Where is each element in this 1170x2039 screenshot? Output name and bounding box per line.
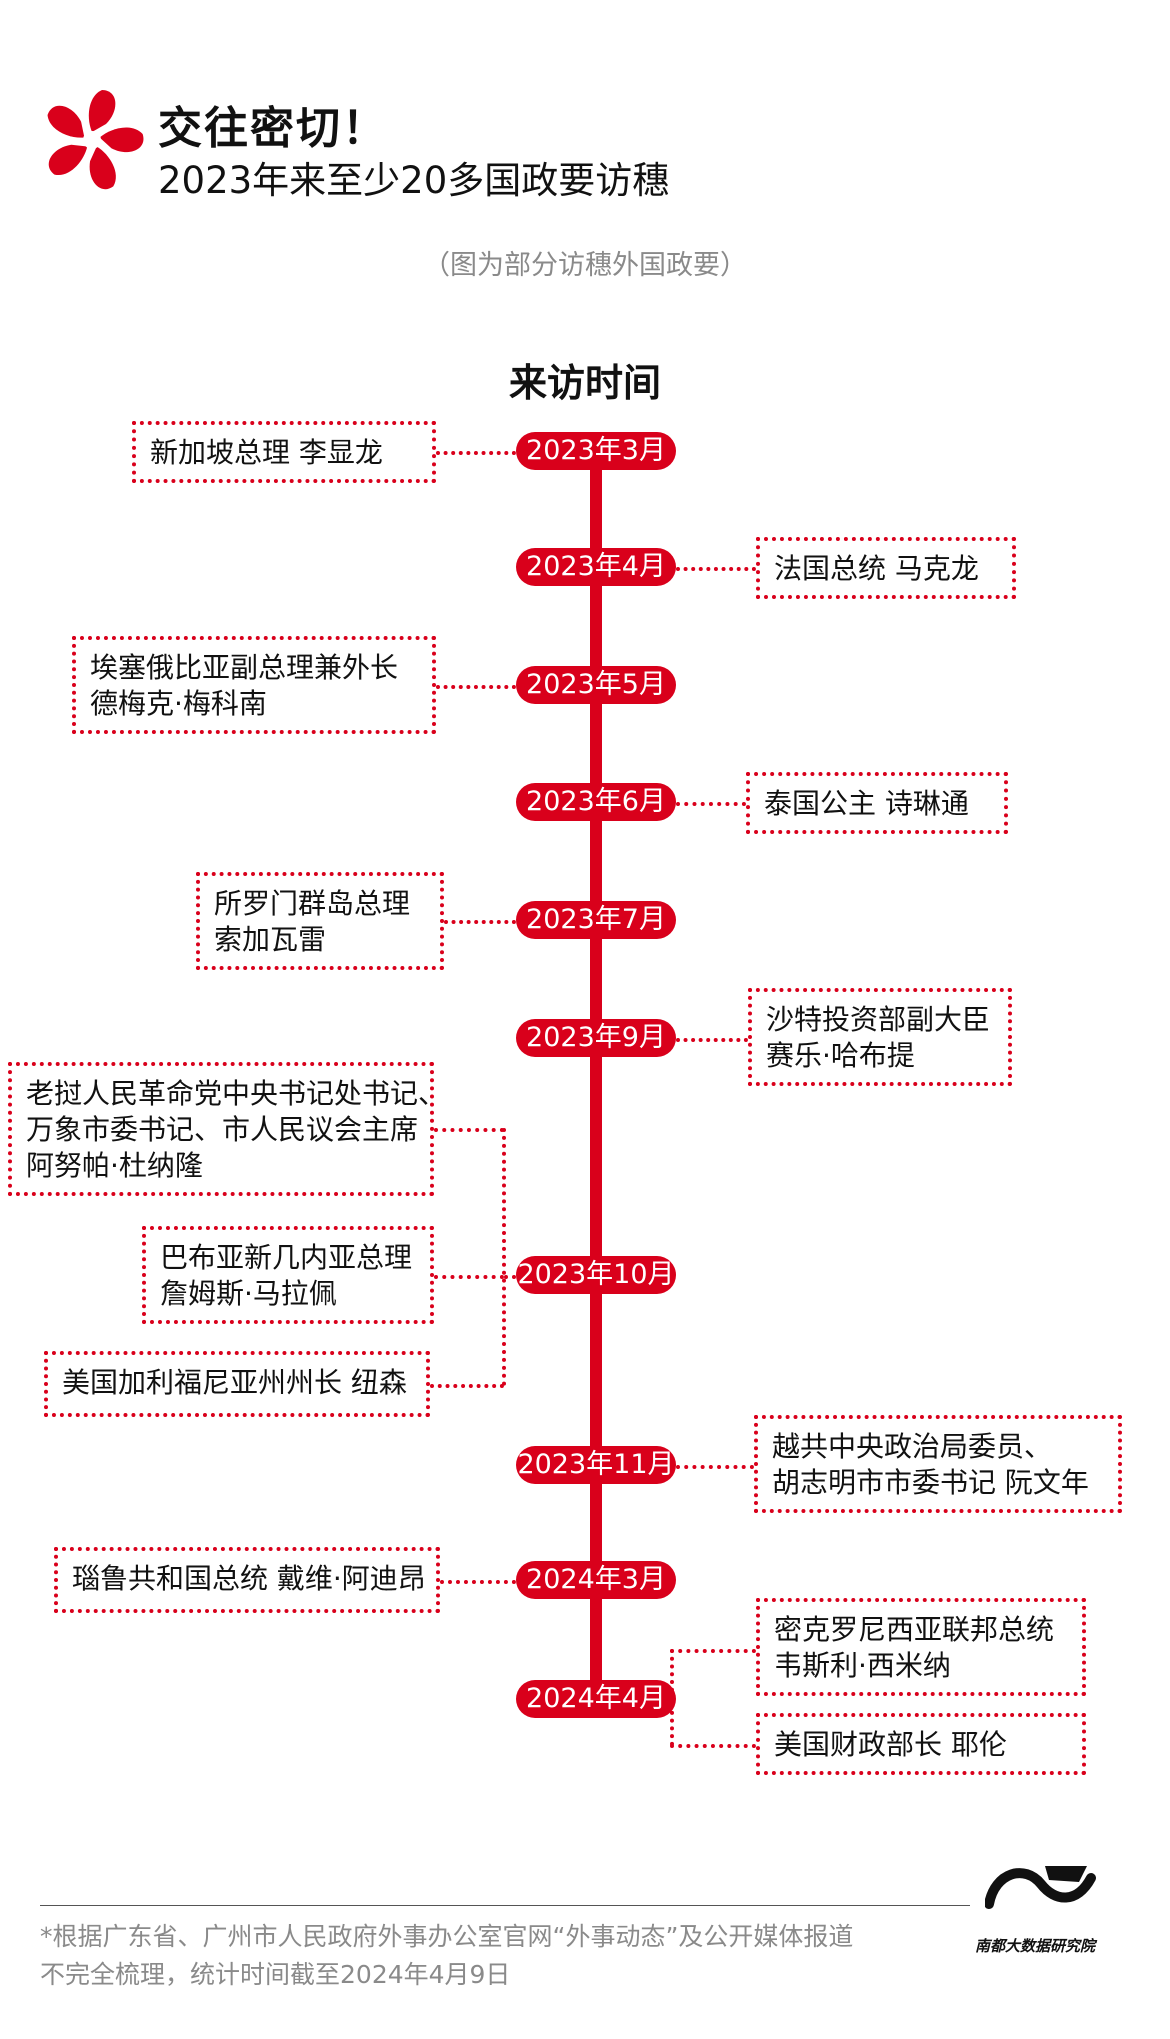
image-caption: （图为部分访穗外国政要） (423, 250, 747, 281)
connector (670, 1649, 756, 1653)
connector (670, 1744, 756, 1748)
date-pill: 2023年5月 (516, 666, 676, 704)
date-pill: 2023年11月 (516, 1446, 676, 1484)
connector (504, 1275, 516, 1279)
visitor-box: 法国总统 马克龙 (756, 537, 1016, 599)
visitor-box: 老挝人民革命党中央书记处书记、 万象市委书记、市人民议会主席 阿努帕·杜纳隆 (8, 1062, 446, 1196)
connector (436, 451, 516, 455)
visitor-box: 所罗门群岛总理 索加瓦雷 (196, 872, 444, 970)
date-pill: 2024年3月 (516, 1561, 676, 1599)
visitor-box: 沙特投资部副大臣 赛乐·哈布提 (748, 988, 1012, 1086)
page-title: 交往密切！ (158, 103, 388, 154)
visitor-box: 美国财政部长 耶伦 (756, 1713, 1086, 1775)
visitor-box: 泰国公主 诗琳通 (746, 772, 1008, 834)
footer-divider (40, 1905, 970, 1906)
date-pill: 2023年10月 (516, 1256, 676, 1294)
connector (676, 1465, 754, 1469)
connector (676, 802, 746, 806)
visitor-box: 越共中央政治局委员、 胡志明市市委书记 阮文年 (754, 1415, 1122, 1513)
visitor-box: 埃塞俄比亚副总理兼外长 德梅克·梅科南 (72, 636, 436, 734)
connector (430, 1384, 504, 1388)
source-note: *根据广东省、广州市人民政府外事办公室官网“外事动态”及公开媒体报道 不完全梳理… (40, 1922, 854, 1989)
visitor-box: 密克罗尼西亚联邦总统 韦斯利·西米纳 (756, 1598, 1086, 1696)
date-pill: 2023年3月 (516, 432, 676, 470)
date-pill: 2023年6月 (516, 783, 676, 821)
visitor-box: 巴布亚新几内亚总理 詹姆斯·马拉佩 (142, 1226, 434, 1324)
connector (502, 1128, 506, 1386)
connector (676, 1038, 748, 1042)
visitor-box: 瑙鲁共和国总统 戴维·阿迪昂 (54, 1547, 440, 1613)
connector (444, 920, 516, 924)
page-subtitle: 2023年来至少20多国政要访穗 (158, 159, 670, 202)
date-pill: 2023年9月 (516, 1019, 676, 1057)
visitor-box: 美国加利福尼亚州州长 纽森 (44, 1351, 430, 1417)
kapok-flower-icon (47, 90, 144, 190)
connector (434, 1128, 504, 1132)
timeline-line (590, 453, 602, 1718)
date-pill: 2023年4月 (516, 548, 676, 586)
date-pill: 2024年4月 (516, 1680, 676, 1718)
connector (436, 685, 516, 689)
connector (440, 1580, 516, 1584)
connector (676, 567, 756, 571)
axis-title: 来访时间 (508, 361, 661, 405)
visitor-box: 新加坡总理 李显龙 (132, 421, 436, 483)
connector (434, 1275, 504, 1279)
date-pill: 2023年7月 (516, 901, 676, 939)
brand-name: 南都大数据研究院 (975, 1937, 1096, 1955)
nandu-brand-icon (985, 1866, 1096, 1909)
